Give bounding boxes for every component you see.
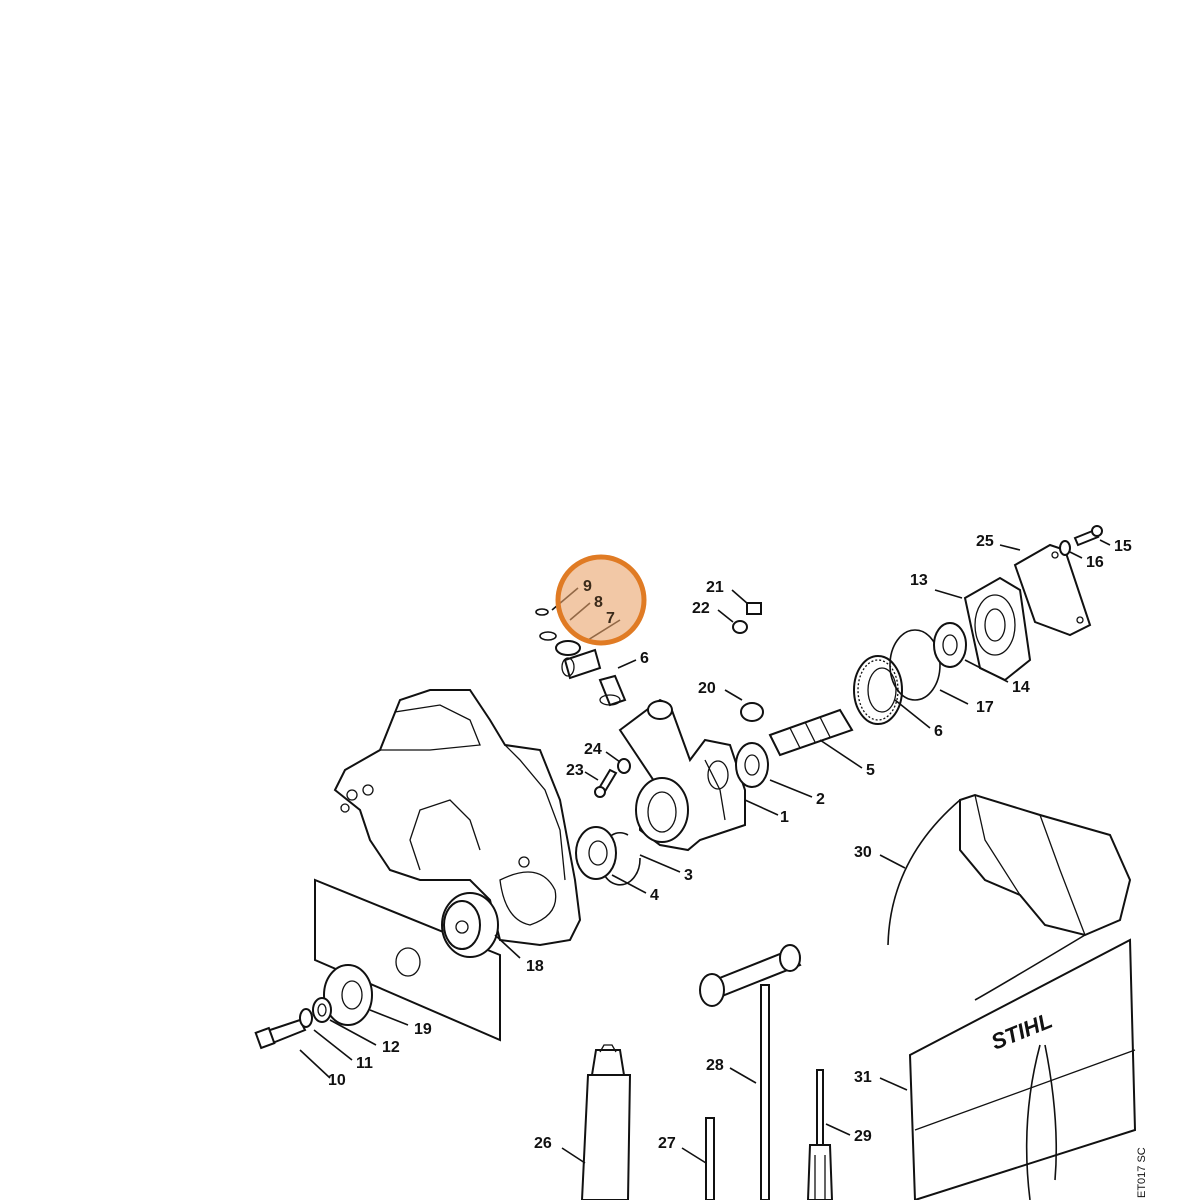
- label-part-7: 7: [606, 610, 615, 627]
- label-part-20: 20: [698, 680, 716, 697]
- cover-plate-part-25: [1013, 543, 1092, 637]
- bearing-housing-part-13: [963, 576, 1032, 682]
- combination-wrench-part-28: [699, 944, 802, 1200]
- pinion-part-6: [598, 674, 627, 707]
- blade: [314, 878, 501, 1042]
- drawing-code: ET017 SC: [1136, 1147, 1148, 1198]
- safety-glasses-part-30: [887, 793, 1132, 1001]
- thrust-washer-part-19: [323, 964, 373, 1026]
- needle-bearing-part-7: [561, 648, 602, 680]
- label-part-11: 11: [356, 1055, 373, 1072]
- blade-guard: [333, 689, 582, 947]
- screwdriver-part-29: [806, 1069, 834, 1200]
- label-part-14: 14: [1012, 679, 1030, 696]
- plug-part-20: [740, 702, 764, 722]
- tool-pouch-part-31: STIHL: [908, 938, 1137, 1200]
- highlight-circle: [555, 554, 647, 646]
- label-part-25: 25: [976, 533, 994, 550]
- circlip-part-9: [535, 608, 557, 641]
- label-part-28: 28: [706, 1057, 724, 1074]
- label-part-9: 9: [583, 578, 592, 595]
- label-part-8: 8: [594, 594, 603, 611]
- label-part-1: 1: [780, 809, 789, 826]
- label-part-13: 13: [910, 572, 928, 589]
- label-part-30: 30: [854, 844, 872, 861]
- label-part-22: 22: [692, 600, 710, 617]
- washer-part-12: [312, 997, 332, 1023]
- label-part-10: 10: [328, 1072, 346, 1089]
- screw-part-15: [1073, 525, 1103, 547]
- hex-screw-part-10: [254, 1018, 307, 1050]
- washer-part-16: [1059, 540, 1071, 556]
- label-part-19: 19: [414, 1021, 432, 1038]
- label-part-18: 18: [526, 958, 544, 975]
- label-part-12: 12: [382, 1039, 400, 1056]
- screw-part-23: [594, 768, 618, 798]
- shaft-part-5: [768, 708, 854, 757]
- label-part-21: 21: [706, 579, 724, 596]
- o-ring-part-17: [889, 629, 941, 701]
- label-part-2: 2: [816, 791, 825, 808]
- label-part-23: 23: [566, 762, 584, 779]
- screw-part-21: [746, 602, 762, 615]
- rod-part-27: [705, 1117, 715, 1200]
- bearing-part-8: [555, 640, 581, 656]
- bevel-gear-part-6: [853, 655, 903, 725]
- label-part-31: 31: [854, 1069, 872, 1086]
- label-part-3: 3: [684, 867, 693, 884]
- seal-ring-part-4: [575, 826, 617, 880]
- washer-part-22: [732, 620, 748, 634]
- grease-tube-part-26: [580, 1044, 632, 1200]
- label-part-26: 26: [534, 1135, 552, 1152]
- leader-lines: [299, 539, 1111, 1164]
- gear-housing-part-1: [618, 698, 746, 852]
- part-labels: 1 2 3 4 5 6 6 7 8 9 10 11 12 13 14 15 16…: [328, 533, 1132, 1152]
- thrust-plate-part-18: [441, 892, 499, 958]
- ball-bearing-part-2: [735, 742, 769, 788]
- label-part-15: 15: [1114, 538, 1132, 555]
- washer-part-24: [617, 758, 631, 774]
- label-part-24: 24: [584, 741, 602, 758]
- label-part-29: 29: [854, 1128, 872, 1145]
- washer-part-11: [299, 1008, 313, 1028]
- label-part-5: 5: [866, 762, 875, 779]
- label-part-17: 17: [976, 699, 994, 716]
- label-part-16: 16: [1086, 554, 1104, 571]
- ball-bearing-part-14: [933, 622, 967, 668]
- label-part-27: 27: [658, 1135, 676, 1152]
- label-part-6-top: 6: [640, 650, 649, 667]
- label-part-6-right: 6: [934, 723, 943, 740]
- label-part-4: 4: [650, 887, 659, 904]
